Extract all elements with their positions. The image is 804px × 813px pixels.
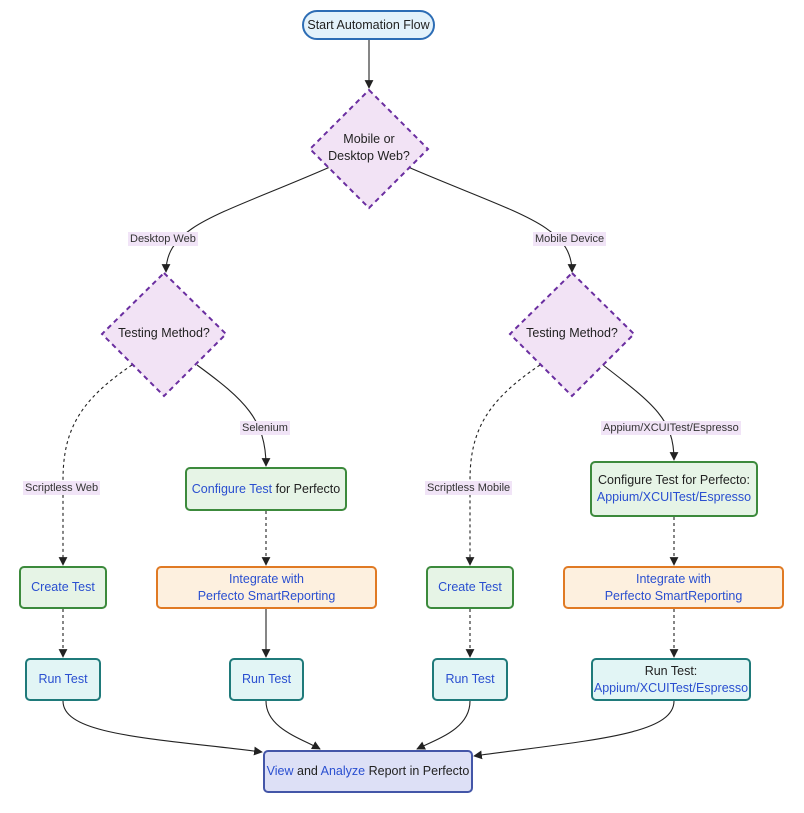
create-test-web-label: Create Test: [31, 580, 95, 594]
configure-mobile-line2[interactable]: Appium/XCUITest/Espresso: [596, 490, 752, 504]
edge-desktop-to-create-test: [58, 364, 133, 566]
decision-mobile-label: Testing Method?: [526, 326, 618, 340]
run-test-appium-line2: Appium/XCUITest/Espresso: [593, 680, 749, 695]
run-test-mobile-label: Run Test: [445, 672, 495, 686]
run-test-web-label: Run Test: [38, 672, 88, 686]
decision-platform-line1: Mobile or: [343, 132, 395, 146]
edge-mobile-to-create-test: [465, 364, 541, 566]
integrate-desktop-line2: Perfecto SmartReporting: [197, 588, 336, 603]
edge-label-desktop-web: Desktop Web: [128, 232, 198, 246]
decision-mobile-shape: [508, 271, 636, 398]
edge-label-mobile-device: Mobile Device: [533, 232, 607, 246]
run-test-web[interactable]: Run Test: [25, 658, 101, 701]
edge-label-scriptless-web: Scriptless Web: [23, 481, 101, 495]
run-test-mobile[interactable]: Run Test: [432, 658, 508, 701]
edge-platform-to-desktop: [161, 166, 331, 273]
decision-mobile-method[interactable]: Testing Method?: [512, 325, 632, 342]
create-test-mobile[interactable]: Create Test: [426, 566, 514, 609]
start-node[interactable]: Start Automation Flow: [302, 10, 435, 40]
edge-platform-to-mobile: [407, 166, 577, 273]
create-test-web[interactable]: Create Test: [19, 566, 107, 609]
decision-platform-line2: Desktop Web?: [328, 149, 410, 163]
decision-platform-shape: [308, 88, 430, 210]
run-test-appium[interactable]: Run Test: Appium/XCUITest/Espresso: [591, 658, 751, 701]
start-label: Start Automation Flow: [307, 17, 430, 32]
edge-run-web-to-final: [62, 700, 263, 756]
integrate-mobile-line2: Perfecto SmartReporting: [604, 588, 743, 603]
edge-label-appium: Appium/XCUITest/Espresso: [601, 421, 741, 435]
configure-test-link[interactable]: Configure Test: [191, 481, 273, 496]
configure-test-desktop[interactable]: Configure Test for Perfecto: [185, 467, 347, 511]
final-and: and: [293, 764, 321, 778]
create-test-mobile-label: Create Test: [438, 580, 502, 594]
decision-platform[interactable]: Mobile or Desktop Web?: [314, 131, 424, 165]
configure-mobile-line1: Configure Test for Perfecto:: [598, 473, 750, 487]
run-test-selenium-label: Run Test: [241, 672, 292, 686]
configure-test-mobile[interactable]: Configure Test for Perfecto: Appium/XCUI…: [590, 461, 758, 517]
edge-label-selenium: Selenium: [240, 421, 290, 435]
edge-desktop-to-configure: [196, 364, 271, 467]
view-analyze-report[interactable]: View and Analyze Report in Perfecto: [263, 750, 473, 793]
edge-run-appium-to-final: [473, 700, 675, 760]
edge-run-selenium-to-final: [265, 700, 321, 750]
edge-mobile-to-configure: [602, 364, 679, 461]
decision-desktop-label: Testing Method?: [118, 326, 210, 340]
edge-label-scriptless-mobile: Scriptless Mobile: [425, 481, 513, 495]
integrate-desktop-line1: Integrate with: [228, 571, 305, 586]
final-rest: Report in Perfecto: [365, 764, 470, 778]
decision-desktop-shape: [100, 271, 228, 398]
run-test-selenium[interactable]: Run Test: [229, 658, 304, 701]
run-test-appium-line1: Run Test:: [644, 663, 698, 678]
integrate-smartreporting-desktop[interactable]: Integrate with Perfecto SmartReporting: [156, 566, 377, 609]
view-link[interactable]: View: [266, 764, 294, 778]
integrate-mobile-line1: Integrate with: [635, 571, 712, 586]
configure-test-rest: for Perfecto: [272, 481, 341, 496]
decision-desktop-method[interactable]: Testing Method?: [104, 325, 224, 342]
integrate-smartreporting-mobile[interactable]: Integrate with Perfecto SmartReporting: [563, 566, 784, 609]
edge-run-mobile-to-final: [416, 700, 471, 750]
analyze-link[interactable]: Analyze: [320, 764, 366, 778]
